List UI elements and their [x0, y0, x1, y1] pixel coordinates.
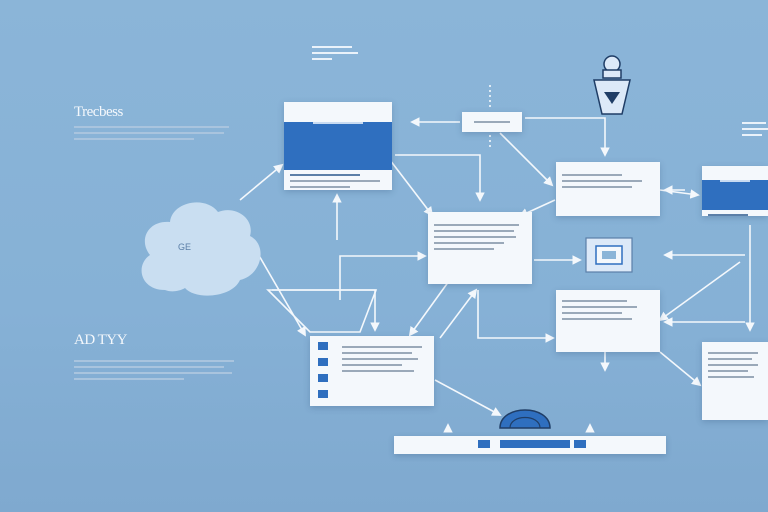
node-lower-left[interactable] [310, 336, 434, 406]
bottom-bar-marker-center [500, 440, 570, 448]
arrow-center-left-in [339, 251, 427, 300]
far-right-text [742, 118, 768, 140]
arrow-mid-to-node [439, 288, 478, 339]
arrow-small-label-to-right [499, 132, 554, 187]
bottom-bar[interactable] [394, 436, 666, 454]
dome-icon [499, 409, 551, 429]
bottom-bar-marker-right [574, 440, 586, 448]
arrow-top-to-center [389, 159, 434, 217]
arrow-right-node-to-far [659, 351, 702, 387]
node-top-header [284, 122, 392, 170]
arrow-right-of-top-node [395, 154, 485, 202]
server-icon [585, 237, 633, 273]
arrow-cloud-to-top-node [239, 163, 284, 201]
arrow-lower-node-to-bottom [434, 379, 502, 416]
node-far-right-lower[interactable] [702, 342, 768, 420]
left-heading-top: Trecbess [74, 104, 123, 120]
node-far-right[interactable] [702, 166, 768, 216]
bottom-bar-marker-left [478, 440, 490, 448]
node-right-upper[interactable] [556, 162, 660, 216]
left-paragraph-bottom [74, 356, 234, 384]
arrow-label-to-icon [525, 117, 610, 157]
cloud-shape [141, 202, 261, 296]
lower-left-markers [318, 342, 328, 398]
trapezoid-shape [266, 289, 378, 333]
node-small-label[interactable] [462, 112, 522, 132]
node-far-right-header [702, 180, 768, 210]
cloud-label: GE [178, 242, 192, 252]
arrow-far-right-to-right-node [658, 261, 741, 322]
node-right-middle[interactable] [556, 290, 660, 352]
arrow-lower-center-right [477, 290, 555, 343]
node-top[interactable] [284, 102, 392, 190]
top-title-text [312, 42, 362, 64]
left-paragraph-top [74, 122, 234, 144]
node-center[interactable] [428, 212, 532, 284]
chess-piece-icon [593, 55, 631, 115]
left-heading-bottom: AD TYY [74, 332, 127, 348]
